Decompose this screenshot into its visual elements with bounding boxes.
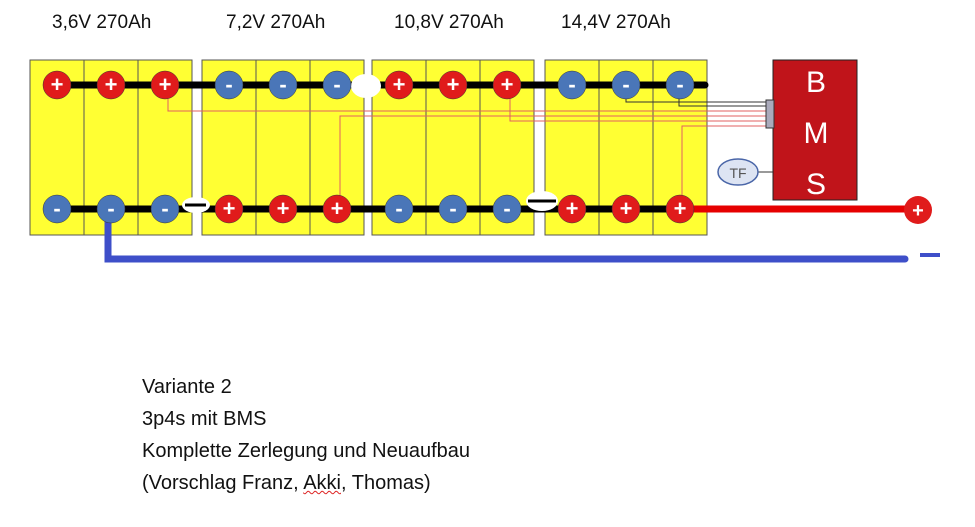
plus-sign-g1-top-2: + (105, 72, 118, 97)
note-variant: Variante 2 (142, 376, 232, 398)
negative-terminal-g2-top-1 (214, 70, 244, 100)
group-label-4: 14,4V 270Ah (561, 12, 671, 33)
plus-sign-g4-bottom-2: + (620, 196, 633, 221)
minus-sign-g2-top-2: - (279, 72, 286, 97)
positive-terminal-g3-top-3 (492, 70, 522, 100)
bms-unit: B M S (765, 59, 858, 201)
minus-sign-g1-bottom-2: - (107, 196, 114, 221)
negative-terminal-g1-bottom-2 (96, 194, 126, 224)
notes-block: Variante 2 3p4s mit BMS Komplette Zerleg… (142, 371, 470, 499)
bms-letter-m: M (804, 117, 829, 150)
positive-terminal-g3-top-2 (438, 70, 468, 100)
note-config: 3p4s mit BMS (142, 408, 267, 430)
plus-sign-g1-top-1: + (51, 72, 64, 97)
minus-sign-g1-bottom-3: - (161, 196, 168, 221)
sensor-oval (717, 158, 759, 186)
minus-sign-g1-bottom-1: - (53, 196, 60, 221)
negative-terminal-g1-bottom-3 (150, 194, 180, 224)
top-bridge-1 (351, 74, 381, 98)
negative-terminal-g3-bottom-1 (384, 194, 414, 224)
minus-sign-g3-bottom-2: - (449, 196, 456, 221)
cell-terminals: + + + - - - - - - + + + + + + - - - - - - + + + (42, 70, 695, 224)
group-label-3: 10,8V 270Ah (394, 12, 504, 33)
bms-letter-b: B (806, 66, 826, 99)
minus-sign-g3-bottom-3: - (503, 196, 510, 221)
minus-sign-g4-top-3: - (676, 72, 683, 97)
positive-terminal-g4-bottom-3 (665, 194, 695, 224)
negative-terminal-g4-top-1 (557, 70, 587, 100)
group-label-2: 7,2V 270Ah (226, 12, 326, 33)
negative-terminal-g3-bottom-2 (438, 194, 468, 224)
plus-sign-g4-bottom-3: + (674, 196, 687, 221)
negative-terminal-g4-top-3 (665, 70, 695, 100)
temperature-sensor: TF (717, 158, 773, 186)
note-credits-akki: Akki (303, 472, 341, 494)
negative-terminal-g2-top-2 (268, 70, 298, 100)
positive-terminal-g2-bottom-1 (214, 194, 244, 224)
sensor-label: TF (729, 165, 746, 181)
bms-box (772, 59, 858, 201)
note-credits-pre: (Vorschlag Franz, (142, 472, 304, 494)
minus-sign-g3-bottom-1: - (395, 196, 402, 221)
plus-sign-g1-top-3: + (159, 72, 172, 97)
group-label-1: 3,6V 270Ah (52, 12, 152, 33)
note-description: Komplette Zerlegung und Neuaufbau (142, 440, 471, 462)
note-credits: (Vorschlag Franz, Akki, Thomas) (142, 467, 470, 499)
minus-sign-g4-top-2: - (622, 72, 629, 97)
note-credits-post: , Thomas) (340, 472, 431, 494)
positive-terminal-g3-top-1 (384, 70, 414, 100)
positive-terminal-g4-bottom-1 (557, 194, 587, 224)
plus-sign-g4-bottom-1: + (566, 196, 579, 221)
negative-bus (104, 205, 909, 263)
negative-terminal-g4-top-2 (611, 70, 641, 100)
minus-sign-g2-top-1: - (225, 72, 232, 97)
bms-connector (765, 99, 775, 129)
output-positive-sign: + (912, 200, 924, 222)
positive-terminal-g1-top-2 (96, 70, 126, 100)
positive-terminal-g1-top-1 (42, 70, 72, 100)
minus-sign-g2-top-3: - (333, 72, 340, 97)
plus-sign-g3-top-3: + (501, 72, 514, 97)
negative-terminal-g2-top-3 (322, 70, 352, 100)
positive-terminal-g4-bottom-2 (611, 194, 641, 224)
plus-sign-g2-bottom-3: + (331, 196, 344, 221)
plus-sign-g2-bottom-1: + (223, 196, 236, 221)
positive-terminal-g2-bottom-3 (322, 194, 352, 224)
plus-sign-g3-top-1: + (393, 72, 406, 97)
positive-terminal-g2-bottom-2 (268, 194, 298, 224)
negative-terminal-g1-bottom-1 (42, 194, 72, 224)
negative-terminal-g3-bottom-3 (492, 194, 522, 224)
plus-sign-g3-top-2: + (447, 72, 460, 97)
output-positive-terminal: + (904, 196, 932, 224)
minus-sign-g4-top-1: - (568, 72, 575, 97)
positive-terminal-g1-top-3 (150, 70, 180, 100)
plus-sign-g2-bottom-2: + (277, 196, 290, 221)
bms-letter-s: S (806, 168, 826, 201)
output-positive-circle (904, 196, 932, 224)
